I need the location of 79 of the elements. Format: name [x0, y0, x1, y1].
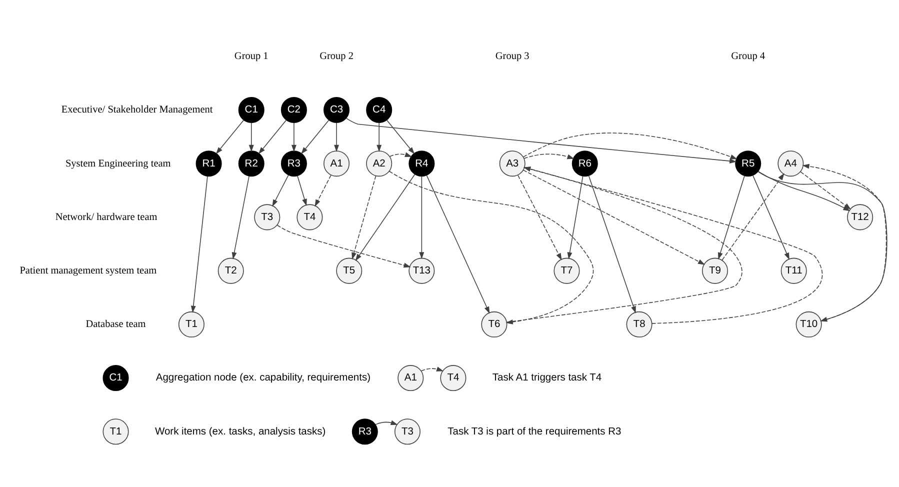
arrow	[376, 122, 382, 152]
arrow	[190, 175, 208, 312]
node-circle: T1	[102, 418, 129, 444]
label: Patient management system team	[20, 264, 157, 276]
node-circle: C4	[366, 96, 392, 122]
node-circle: T4	[440, 364, 466, 391]
label: Group 2	[320, 50, 354, 62]
arrow	[419, 175, 424, 259]
node-circle: T8	[626, 310, 652, 337]
arrow	[346, 117, 737, 163]
legend-label: Aggregation node (ex. capability, requirements)	[156, 372, 371, 384]
arrow	[800, 170, 852, 210]
arrow	[375, 420, 398, 425]
node-circle: R3	[352, 418, 378, 444]
node-circle: T10	[796, 310, 822, 337]
legend-label: Task T3 is part of the requirements R3	[448, 426, 622, 437]
arrow	[272, 174, 289, 206]
legend-label: Work items (ex. tasks, analysis tasks)	[154, 426, 326, 437]
arrow	[567, 175, 584, 259]
arrow	[386, 119, 415, 154]
arrow	[522, 132, 738, 159]
node-circle: A2	[366, 150, 392, 176]
node-circle: T6	[481, 310, 508, 337]
node-circle: T11	[780, 257, 807, 284]
arrow	[248, 122, 254, 152]
arrow	[524, 153, 574, 159]
arrow	[426, 174, 490, 314]
label: Network/ hardware team	[55, 211, 158, 222]
arrow	[718, 174, 745, 260]
node-circle: R5	[735, 150, 762, 176]
node-circle: R3	[280, 150, 307, 176]
node-circle: T3	[394, 418, 420, 444]
node-circle: T7	[554, 257, 580, 284]
node-circle: R1	[196, 150, 222, 176]
arrow	[352, 174, 376, 260]
arrow	[314, 174, 332, 206]
arrow	[388, 170, 594, 324]
arrow	[355, 174, 416, 261]
node-circle: R4	[408, 150, 435, 176]
arrow	[420, 366, 444, 371]
arrow	[216, 119, 244, 154]
arrow	[297, 175, 307, 206]
node-circle: A3	[499, 150, 526, 176]
node-circle: C1	[238, 96, 264, 122]
node-circle: A4	[778, 150, 804, 176]
node-circle: C1	[102, 364, 129, 391]
arrow	[291, 122, 296, 152]
node-circle: T5	[336, 257, 362, 284]
node-circle: T1	[178, 310, 204, 337]
arrow	[334, 122, 340, 152]
arrow	[588, 174, 636, 313]
arrow	[258, 119, 287, 154]
legend-label: Task A1 triggers task T4	[492, 372, 602, 384]
node-circle: T9	[702, 257, 728, 284]
node-circle: C3	[324, 96, 350, 122]
node-circle: C2	[280, 96, 307, 122]
node-circle: A1	[398, 364, 424, 391]
node-circle: R6	[572, 150, 598, 176]
arrow	[301, 119, 330, 154]
node-circle: T13	[408, 257, 435, 284]
node-circle: R2	[238, 150, 264, 176]
label: Database team	[86, 318, 146, 330]
arrow	[276, 224, 411, 268]
arrow	[232, 175, 250, 259]
label: Group 4	[731, 50, 766, 62]
label: Executive/ Stakeholder Management	[61, 104, 213, 116]
node-circle: A1	[324, 150, 350, 176]
arrow	[752, 174, 790, 260]
arrow	[522, 169, 706, 264]
node-circle: T3	[254, 204, 280, 230]
arrow	[389, 152, 412, 156]
label: System Engineering team	[65, 158, 171, 169]
label: Group 1	[234, 50, 268, 62]
node-circle: T2	[218, 257, 244, 284]
label: Group 3	[495, 50, 530, 62]
arrow	[722, 172, 784, 260]
node-circle: T12	[847, 204, 874, 230]
arrow	[518, 174, 562, 260]
node-circle: T4	[296, 204, 323, 230]
